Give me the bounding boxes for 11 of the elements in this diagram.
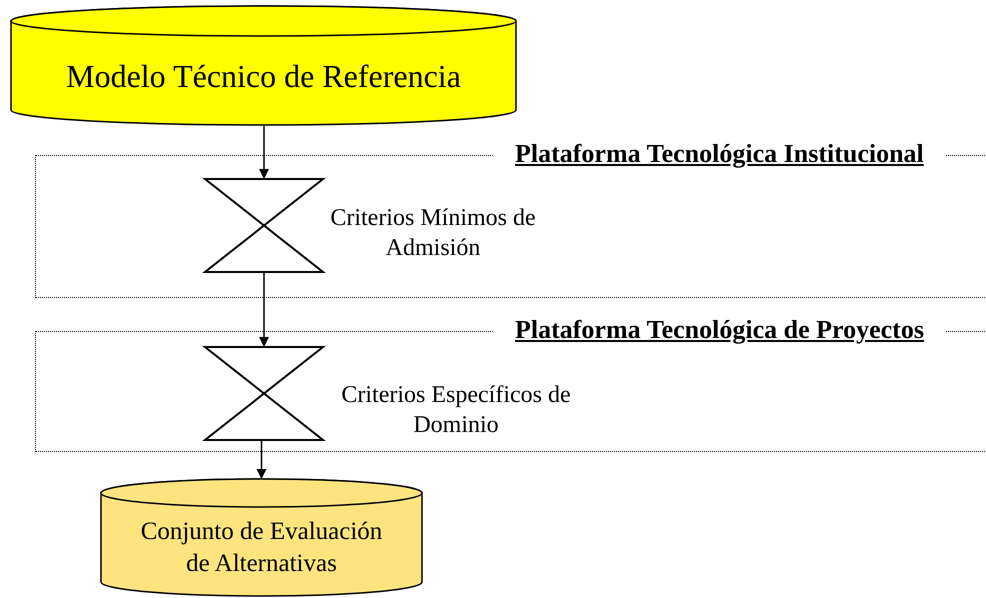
- criteria-label: Criterios Mínimos de Admisión: [329, 204, 537, 263]
- arrow: [259, 273, 269, 347]
- hourglass-symbol: [204, 346, 324, 441]
- database-cylinder: [10, 5, 517, 126]
- criteria-label: Criterios Específicos de Dominio: [340, 381, 572, 440]
- cylinder-label: Conjunto de Evaluación de Alternativas: [140, 517, 384, 578]
- arrow: [259, 126, 269, 179]
- cylinder-label: Modelo Técnico de Referencia: [65, 57, 462, 96]
- arrow: [256, 441, 266, 479]
- hourglass-symbol: [204, 178, 324, 273]
- database-cylinder: [100, 478, 423, 597]
